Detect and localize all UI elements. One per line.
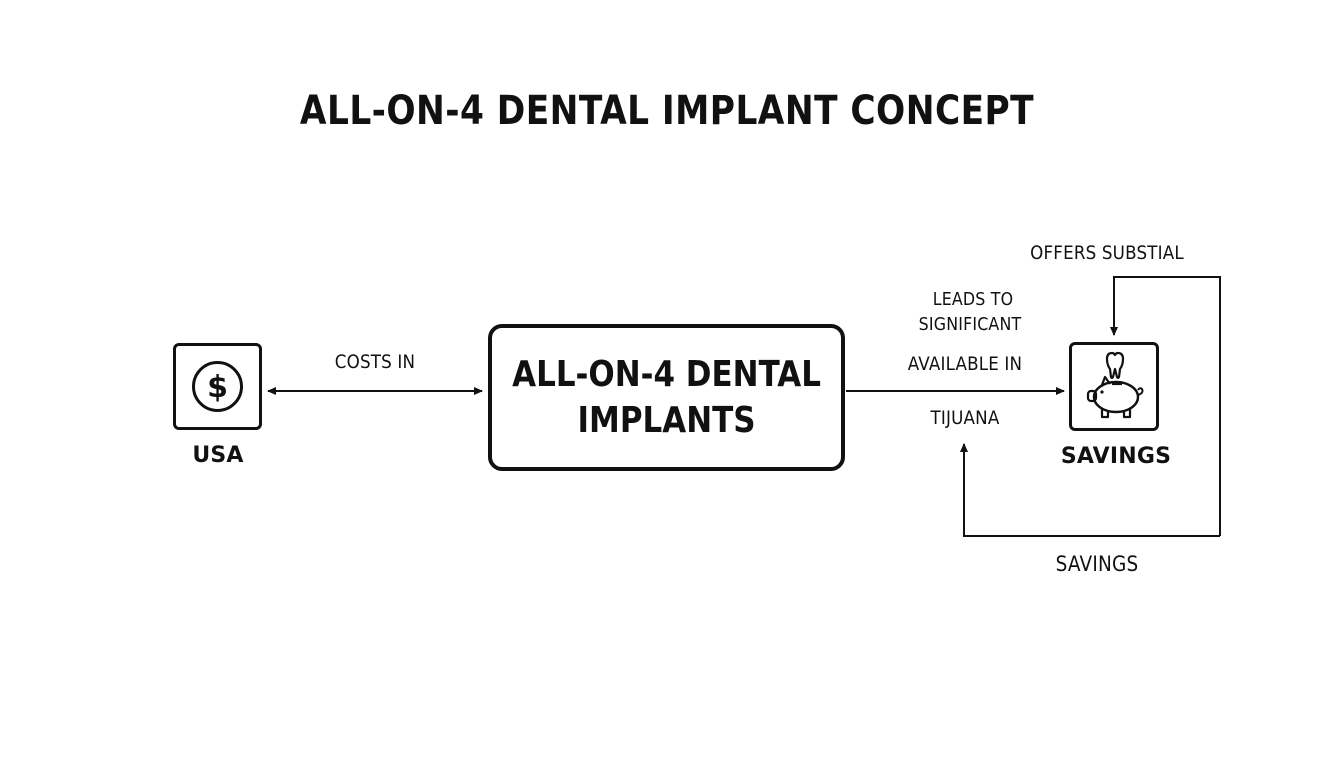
savings-loop-label: SAVINGS	[1055, 552, 1139, 576]
all-on-4-line1: ALL-ON-4 DENTAL	[512, 353, 821, 395]
offers-substantial-label: OFFERS SUBSTIAL	[1030, 242, 1184, 264]
edge-loop-bottom	[960, 443, 1220, 537]
savings-label: SAVINGS	[1060, 444, 1172, 469]
edge-loop-top	[1110, 276, 1221, 536]
piggy-bank-tooth-icon	[1086, 351, 1144, 419]
available-in-label: AVAILABLE IN	[907, 353, 1023, 375]
savings-node	[1069, 342, 1159, 431]
usa-label: USA	[192, 443, 244, 468]
svg-text:$: $	[207, 370, 228, 405]
all-on-4-line2: IMPLANTS	[577, 399, 756, 441]
tijuana-label: TIJUANA	[930, 407, 1000, 429]
leads-to-label-line2: SIGNIFICANT	[918, 314, 1022, 335]
usa-node: $	[173, 343, 262, 430]
diagram-title: ALL-ON-4 DENTAL IMPLANT CONCEPT	[299, 88, 1035, 134]
costs-in-label: COSTS IN	[334, 351, 416, 373]
leads-to-label-line1: LEADS TO	[932, 289, 1014, 310]
all-on-4-node: ALL-ON-4 DENTAL IMPLANTS	[488, 324, 845, 471]
dollar-icon: $	[192, 361, 243, 412]
